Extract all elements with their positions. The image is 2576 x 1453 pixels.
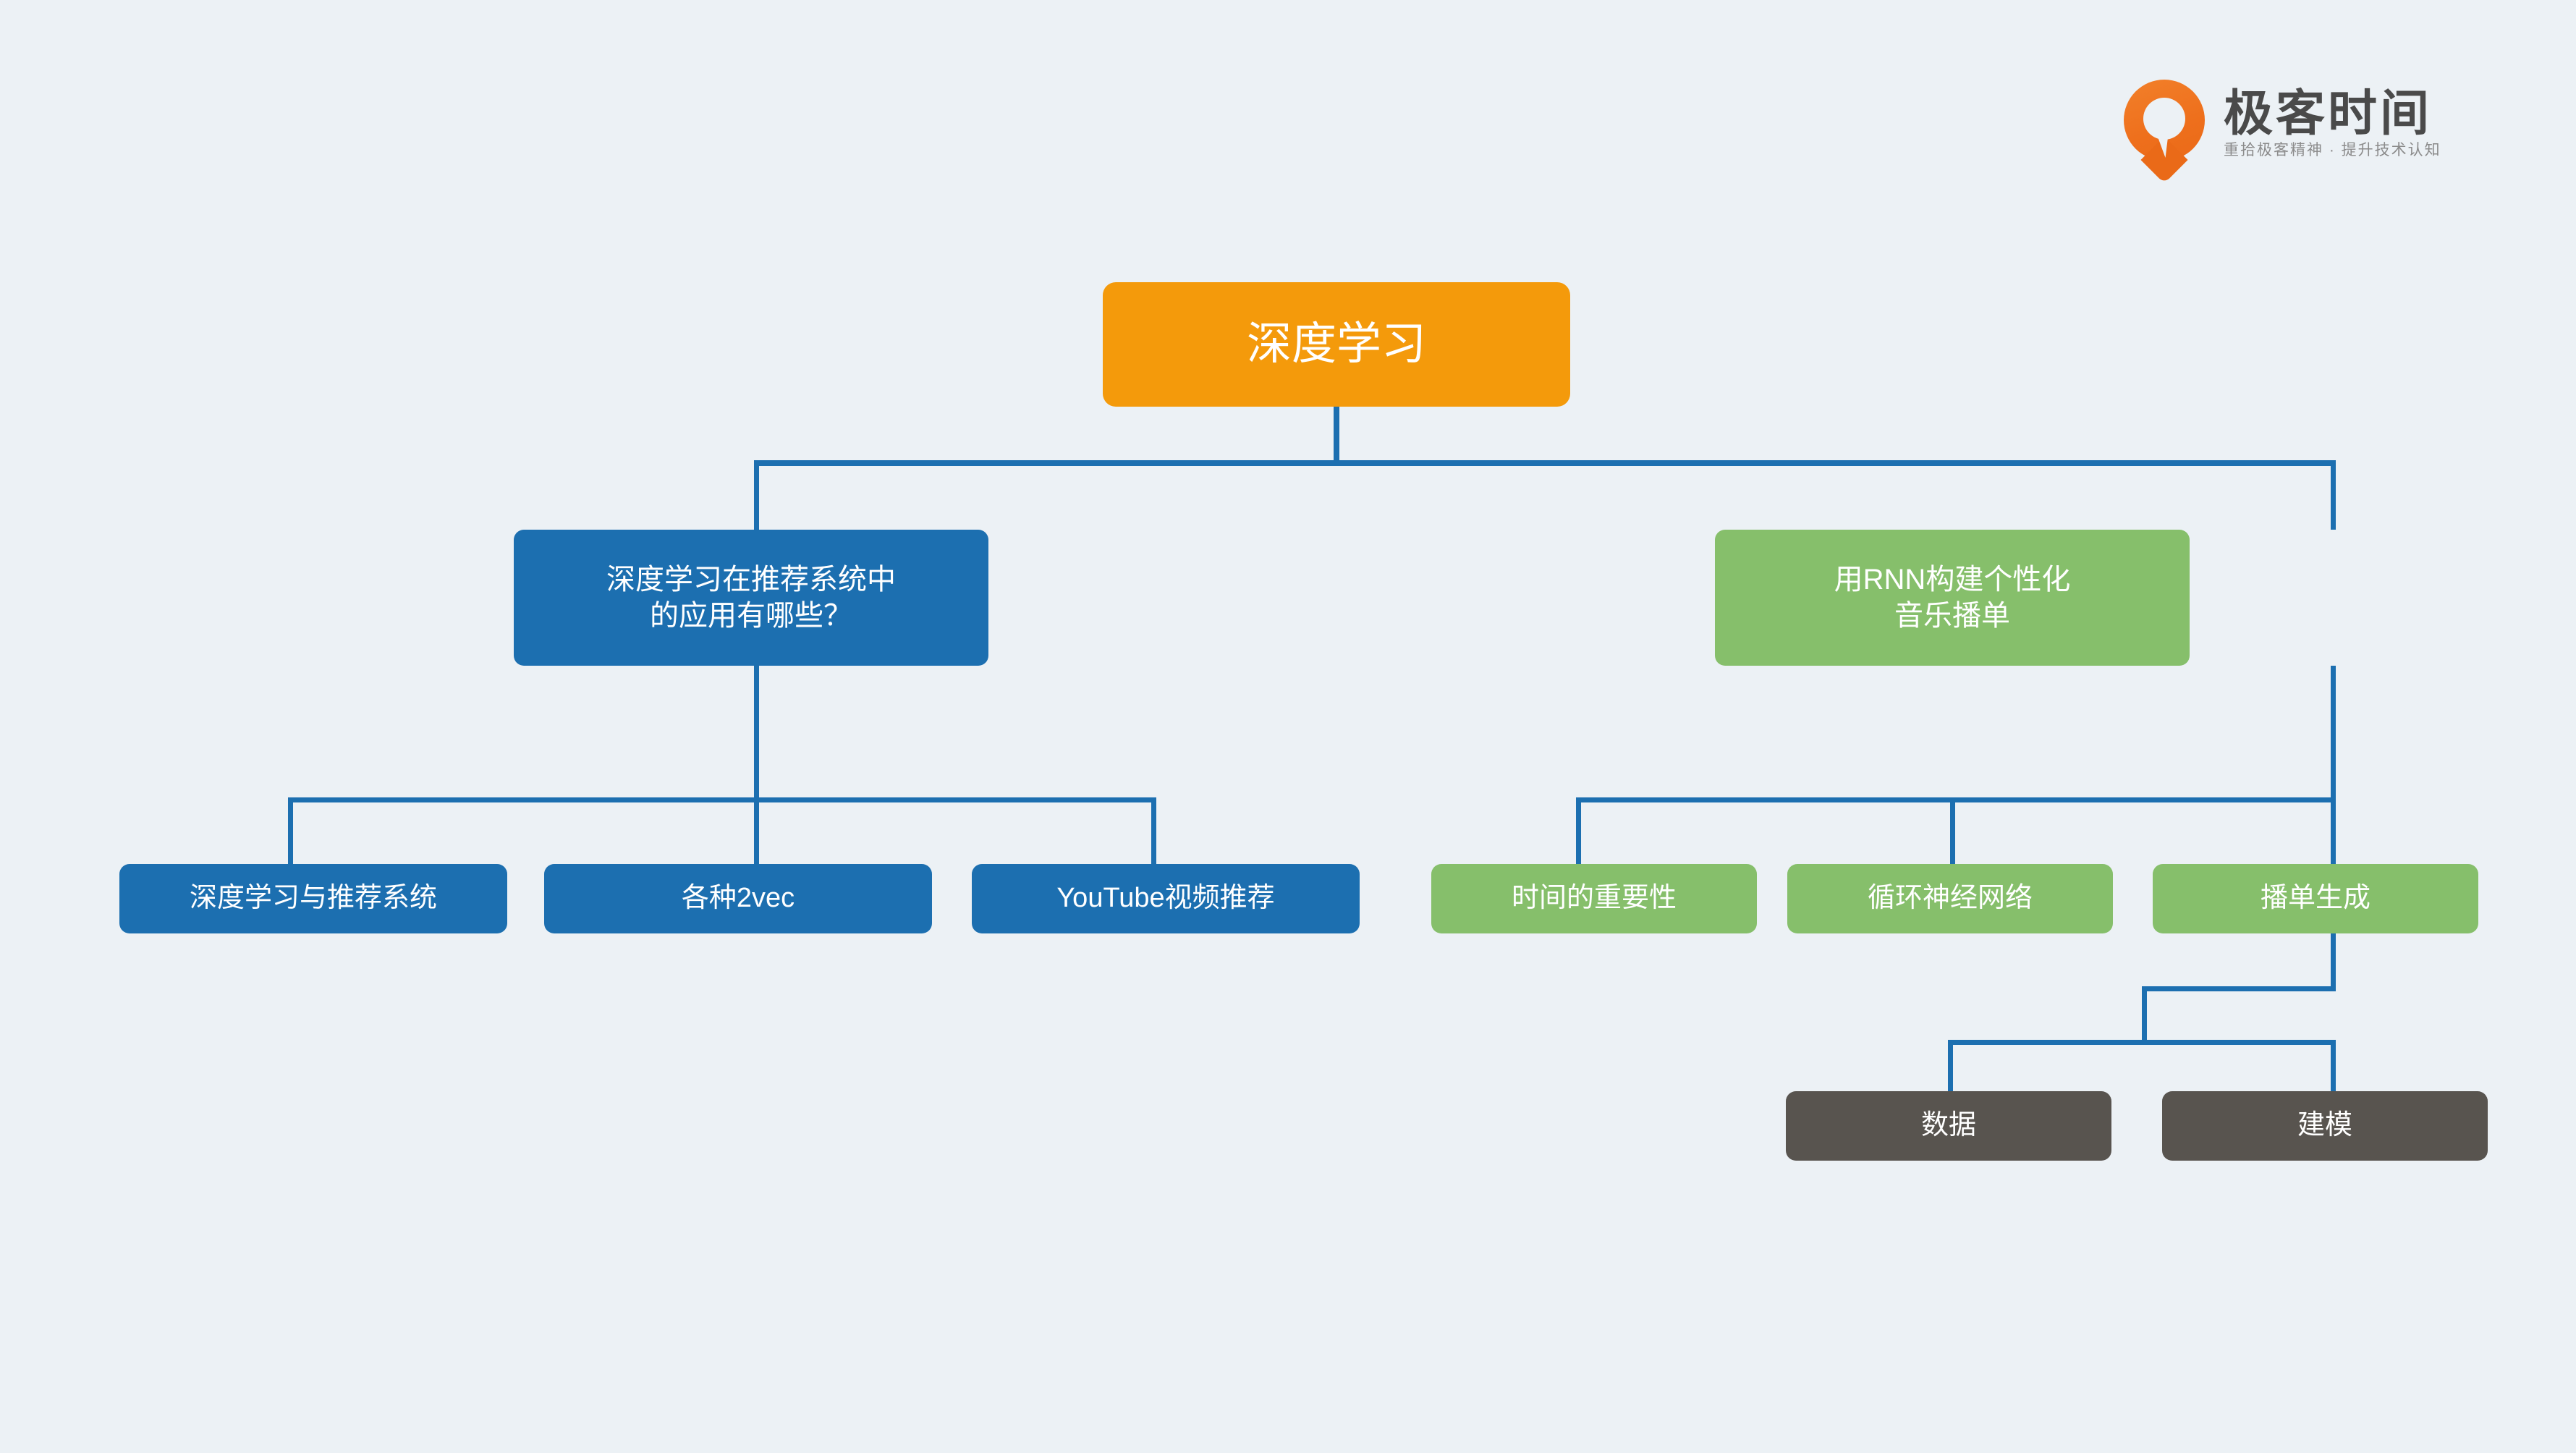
connector-dl-rec-to-all-2vec [754,797,759,865]
connector-root-to-rnn-playlist [2331,460,2336,530]
geektime-pin-icon [2124,80,2205,166]
connector-root-stem [1334,405,1339,465]
connector-dl-rec-to-dl-and-rec [288,797,293,865]
node-rnn[interactable]: 循环神经网络 [1787,864,2113,933]
connector-dl-rec-to-youtube-rec [1151,797,1156,865]
brand-name: 极客时间 [2224,85,2433,141]
connector-rnn-playlist-to-rnn [1950,797,1955,865]
brand-logo: 极客时间 重拾极客精神 · 提升技术认知 [2124,76,2486,170]
node-data[interactable]: 数据 [1786,1091,2111,1161]
node-all-2vec[interactable]: 各种2vec [544,864,932,933]
connector-rnn-playlist-to-playlist-gen [2331,797,2336,865]
node-dl-rec[interactable]: 深度学习在推荐系统中 的应用有哪些？ [514,530,988,666]
node-time-matters[interactable]: 时间的重要性 [1431,864,1757,933]
connector-dl-rec-stem [754,666,759,800]
connector-playlist-gen-stem [2331,932,2336,991]
connector-root-bus [754,460,2336,466]
brand-text: 极客时间 重拾极客精神 · 提升技术认知 [2224,89,2441,158]
node-youtube-rec[interactable]: YouTube视频推荐 [972,864,1360,933]
connector-rnn-playlist-to-time-matters [1576,797,1581,865]
connector-playlist-gen-bus [1948,1040,2336,1045]
connector-dl-rec-bus [288,797,1156,802]
connector-playlist-gen-jog [2142,986,2336,991]
connector-root-to-dl-rec [754,460,759,530]
connector-rnn-playlist-bus [1576,797,2336,802]
node-rnn-playlist[interactable]: 用RNN构建个性化 音乐播单 [1715,530,2190,666]
node-root[interactable]: 深度学习 [1103,282,1570,407]
connector-playlist-gen-to-modeling [2331,1040,2336,1105]
connector-playlist-gen-to-data [1948,1040,1953,1105]
brand-tagline: 重拾极客精神 · 提升技术认知 [2224,141,2441,158]
node-dl-and-rec[interactable]: 深度学习与推荐系统 [119,864,507,933]
connector-rnn-playlist-stem [2331,666,2336,800]
node-modeling[interactable]: 建模 [2162,1091,2488,1161]
connector-playlist-gen-drop [2142,986,2147,1044]
node-playlist-gen[interactable]: 播单生成 [2153,864,2478,933]
